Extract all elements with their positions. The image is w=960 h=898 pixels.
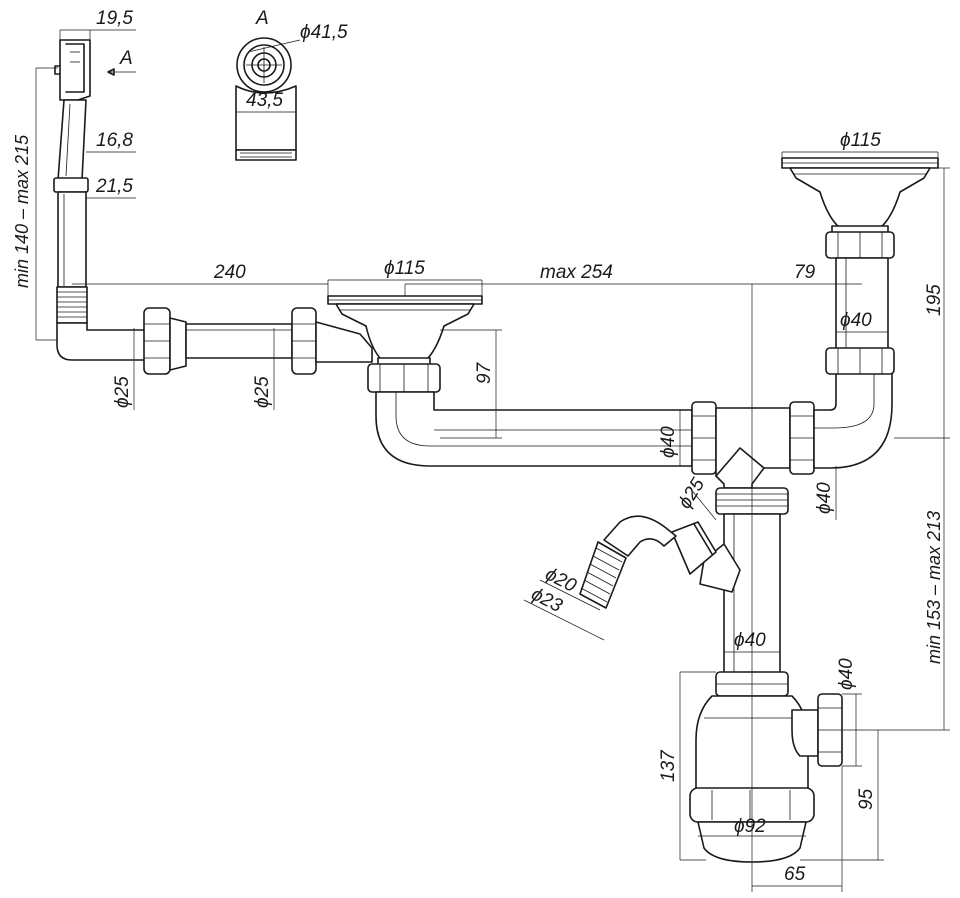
dimension-lines: [35, 29, 950, 892]
dim-strainer-left: ϕ115: [384, 258, 425, 279]
dim-strainer-right: ϕ115: [840, 130, 881, 151]
dim-between-sinks: max 254: [540, 262, 613, 283]
left-drain-pipe: [367, 363, 717, 475]
tee-fitting: [715, 371, 893, 489]
dim-detail-inner: 43,5: [246, 90, 283, 111]
dim-trap-pipe: ϕ40: [734, 630, 766, 651]
dim-trap-range: min 153 – max 213: [924, 511, 944, 664]
dim-overflow-run: 240: [213, 262, 246, 283]
view-label: A: [255, 8, 269, 29]
bottle-trap: [689, 693, 843, 863]
dim-offset-65: 65: [784, 864, 806, 885]
dim-horizontal-pipe: ϕ40: [658, 426, 679, 458]
dim-view-arrow: A: [119, 48, 133, 69]
overflow-assembly: [53, 39, 373, 375]
dim-outlet-height: 95: [856, 788, 877, 810]
dim-pipe-mid-25: ϕ25: [252, 376, 273, 408]
dim-detail-outer: ϕ41,5: [300, 22, 348, 43]
hose-branch: [579, 515, 741, 609]
dim-pipe-right-top: ϕ40: [840, 310, 872, 331]
dim-bottle: ϕ92: [734, 816, 766, 837]
dim-outlet: ϕ40: [836, 658, 857, 690]
dim-trap-height: 137: [658, 749, 679, 782]
dim-right-height: 195: [924, 284, 945, 316]
right-strainer: [781, 157, 939, 375]
dim-tee-right: ϕ40: [814, 482, 835, 514]
dim-overflow-pipe-16: 16,8: [96, 130, 133, 151]
dim-right-offset: 79: [794, 262, 816, 283]
dim-pipe-left-25: ϕ25: [112, 376, 133, 408]
dimension-labels: 19,5 A min 140 – max 215 16,8 21,5 A ϕ41…: [12, 8, 945, 885]
dim-overflow-range: min 140 – max 215: [12, 134, 32, 288]
dim-hose-branch: ϕ25: [674, 474, 709, 512]
dim-left-drop: 97: [474, 361, 495, 384]
dim-overflow-cap-width: 19,5: [96, 8, 133, 29]
dim-overflow-pipe-21: 21,5: [95, 176, 133, 197]
